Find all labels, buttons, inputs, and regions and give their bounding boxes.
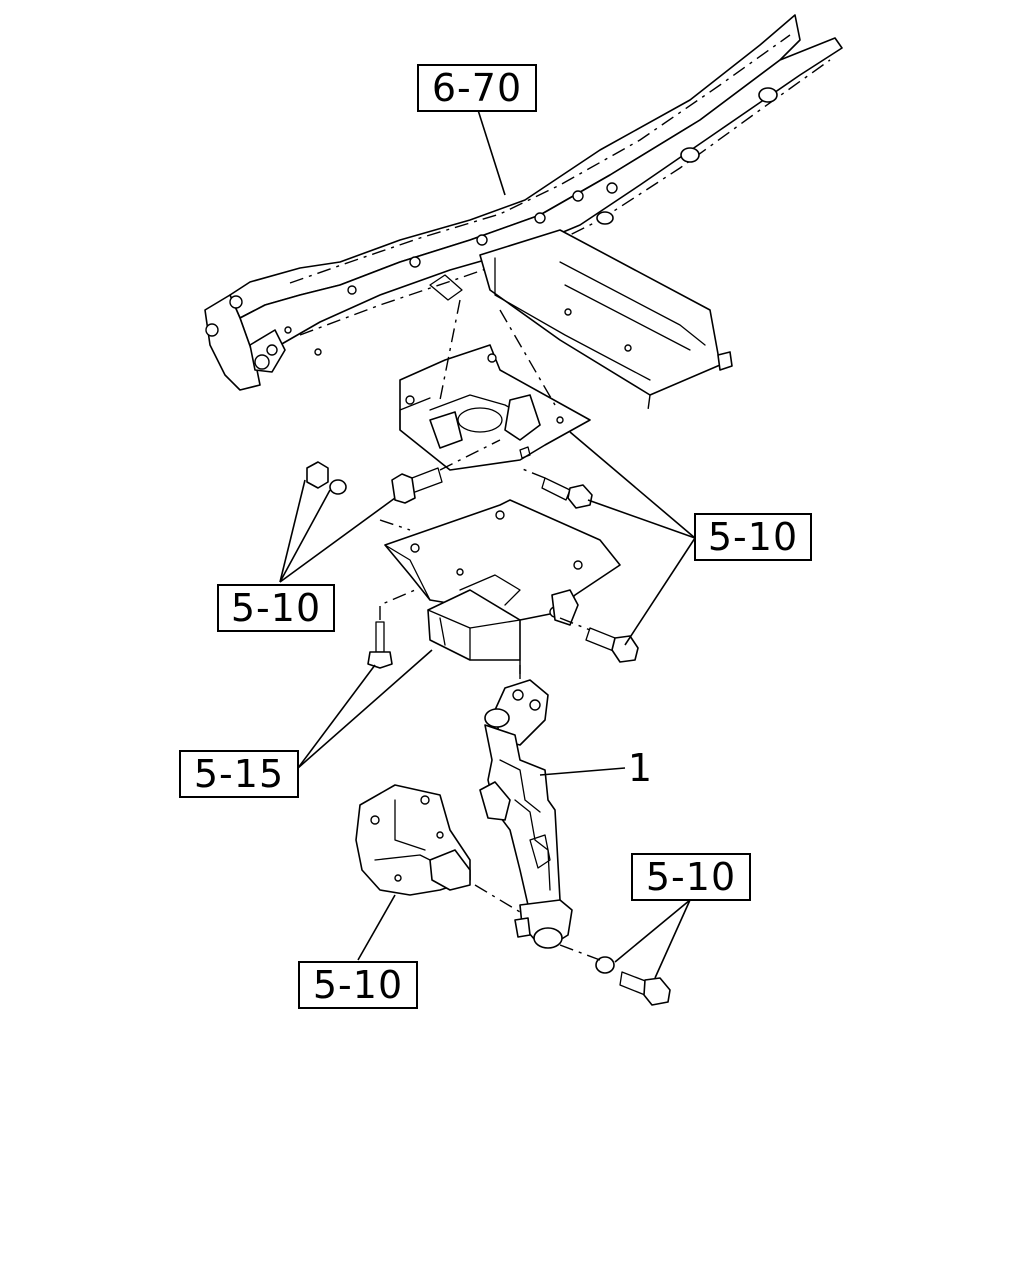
callout-bracket-bolts-right-label: 5-10 [708, 515, 798, 559]
lower-bolts [367, 589, 639, 669]
callout-bracket-bolt-lower-label: 5-15 [194, 752, 284, 796]
callout-bracket-bolts-left-label: 5-10 [231, 586, 321, 630]
callout-bracket-bolts-right: 5-10 [694, 513, 812, 561]
callout-lever-bolt: 5-10 [631, 853, 751, 901]
callout-lever-plate: 5-10 [298, 961, 418, 1009]
upper-bracket [399, 299, 591, 471]
lower-bolt-washer [559, 944, 671, 1006]
part-label-lever-assembly: 1 [628, 746, 652, 790]
lever-assembly [474, 665, 573, 949]
lower-plate [379, 499, 621, 675]
bracket-bolts [306, 439, 593, 509]
callout-frame-label: 6-70 [432, 66, 522, 110]
callout-frame: 6-70 [417, 64, 537, 112]
callout-lever-plate-label: 5-10 [313, 963, 403, 1007]
callout-bracket-bolts-left: 5-10 [217, 584, 335, 632]
callout-bracket-bolt-lower: 5-15 [179, 750, 299, 798]
callout-lever-bolt-label: 5-10 [646, 855, 736, 899]
leader-lines [279, 109, 696, 979]
side-plate [355, 784, 471, 896]
frame-rail [204, 14, 843, 411]
